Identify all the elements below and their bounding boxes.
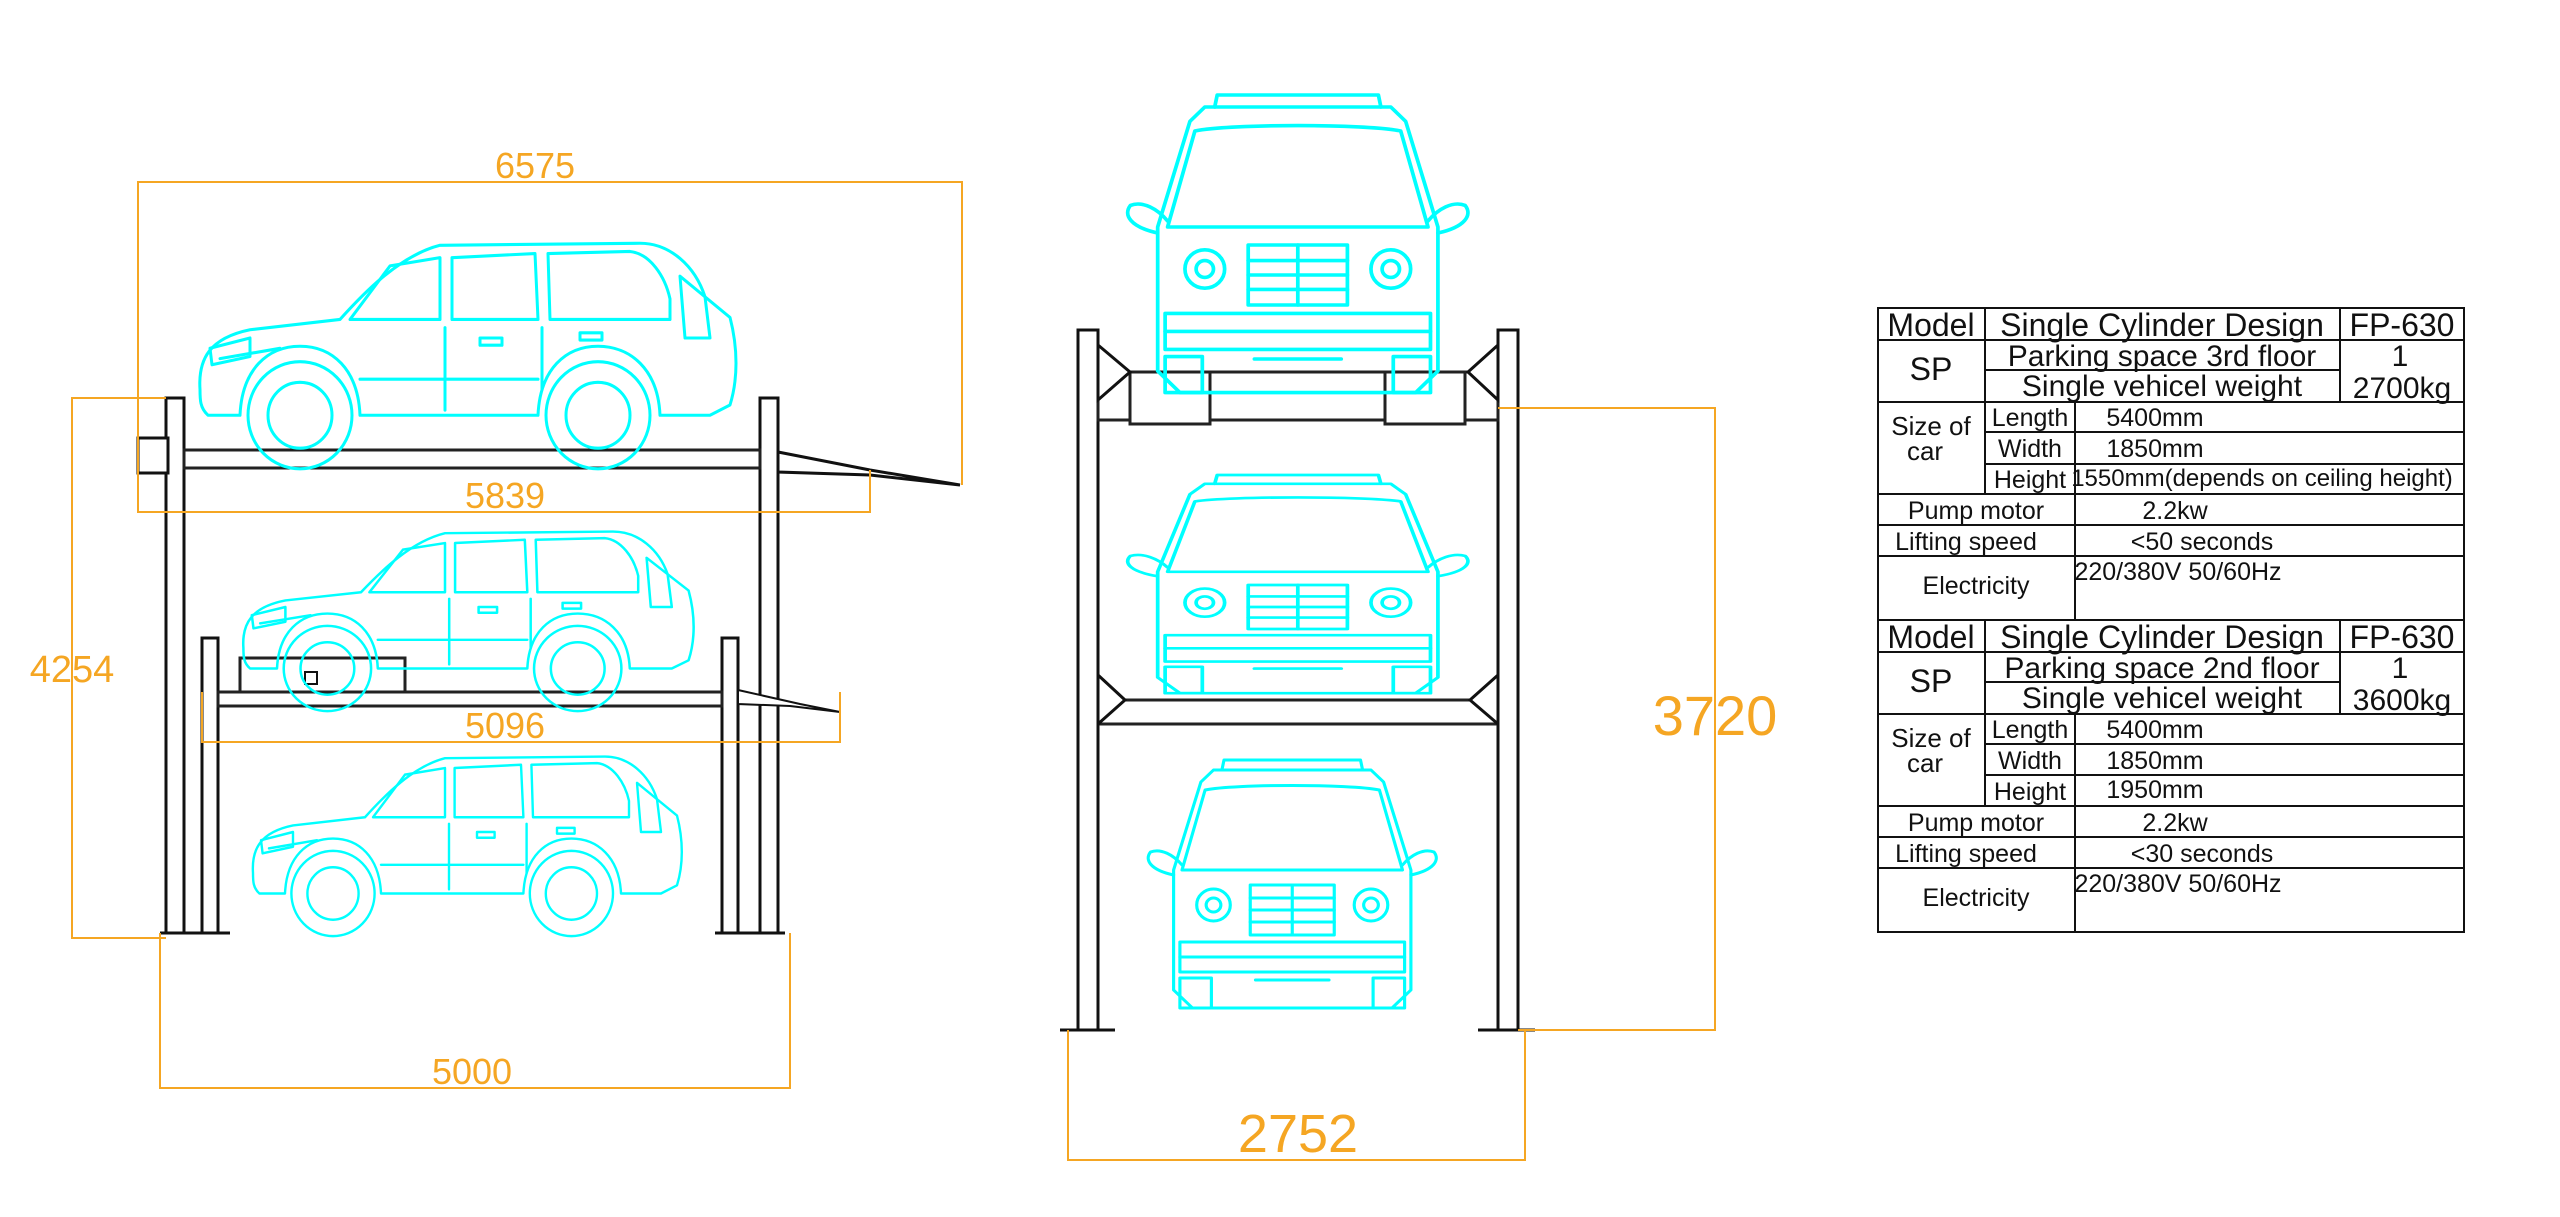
t2-design: Single Cylinder Design: [2000, 619, 2324, 655]
dim-label-5839: 5839: [465, 475, 545, 516]
dimension-5000: 5000: [159, 933, 791, 1092]
side-platform-3rd: [182, 448, 762, 470]
t2-width-label: Width: [1998, 747, 2062, 775]
t1-width: 1850mm: [2106, 435, 2203, 463]
t2-pump: 2.2kw: [2142, 809, 2208, 837]
t2-height: 1950mm: [2106, 776, 2203, 804]
dimension-5839: 5839: [137, 470, 871, 516]
side-platform-2nd: [216, 690, 724, 708]
dim-label-6575: 6575: [495, 145, 575, 186]
t2-elec: 220/380V 50/60Hz: [2074, 870, 2281, 898]
dimension-2752: 2752: [1067, 1030, 1526, 1164]
front-platform-2nd: [1096, 698, 1500, 726]
t1-parking-count: 1: [2392, 340, 2409, 373]
t1-length: 5400mm: [2106, 404, 2203, 432]
t2-lift: <30 seconds: [2131, 840, 2273, 868]
t1-sp-label: SP: [1910, 351, 1953, 387]
side-view: 6575 5839 5096 5000 4254: [30, 145, 963, 1092]
front-view: 3720 2752: [1060, 93, 1778, 1164]
t2-model: FP-630: [2350, 619, 2455, 655]
t2-length: 5400mm: [2106, 716, 2203, 744]
dim-label-5000: 5000: [432, 1051, 512, 1092]
t1-width-label: Width: [1998, 435, 2062, 463]
t2-weight: 3600kg: [2353, 684, 2451, 717]
t2-width: 1850mm: [2106, 747, 2203, 775]
t1-elec: 220/380V 50/60Hz: [2074, 558, 2281, 586]
t1-pump: 2.2kw: [2142, 497, 2208, 525]
t2-model-label: Model: [1887, 619, 1974, 655]
front-car-middle: [1125, 473, 1470, 696]
t1-model: FP-630: [2350, 307, 2455, 343]
t1-size-label-2: car: [1907, 436, 1943, 466]
t1-parking-space: Parking space 3rd floor: [2008, 340, 2317, 373]
front-post-left: [1076, 328, 1100, 1032]
t1-weight-label: Single vehicel weight: [2022, 370, 2303, 403]
t2-parking-space: Parking space 2nd floor: [2004, 652, 2319, 685]
spec-table-2nd-floor: Model Single Cylinder Design FP-630 SP P…: [1877, 619, 2465, 933]
front-car-top: [1125, 93, 1470, 395]
front-post-right: [1496, 328, 1520, 1032]
dimension-3720: 3720: [1498, 407, 1778, 1031]
t1-elec-label: Electricity: [1923, 572, 2030, 600]
t2-height-label: Height: [1994, 778, 2066, 806]
t1-model-label: Model: [1887, 307, 1974, 343]
dim-label-3720: 3720: [1653, 684, 1778, 747]
t1-length-label: Length: [1992, 404, 2068, 432]
t2-lift-label: Lifting speed: [1895, 840, 2037, 868]
side-post-inner-right: [720, 636, 740, 935]
t2-parking-count: 1: [2392, 652, 2409, 685]
t1-pump-label: Pump motor: [1908, 497, 2044, 525]
dim-label-2752: 2752: [1238, 1104, 1358, 1164]
side-post-right: [758, 396, 780, 935]
side-post-left: [164, 396, 186, 935]
t1-design: Single Cylinder Design: [2000, 307, 2324, 343]
side-post-inner-left: [200, 636, 220, 935]
side-car-bottom: [251, 755, 684, 938]
dimension-5096: 5096: [201, 692, 841, 746]
t2-size-label-1: Size of: [1891, 723, 1971, 753]
t2-weight-label: Single vehicel weight: [2022, 682, 2303, 715]
front-car-bottom: [1146, 758, 1438, 1010]
dimension-6575: 6575: [137, 145, 963, 485]
t1-height-label: Height: [1994, 466, 2066, 494]
dim-label-5096: 5096: [465, 705, 545, 746]
t2-elec-label: Electricity: [1923, 884, 2030, 912]
t1-size-label-1: Size of: [1891, 411, 1971, 441]
t1-weight: 2700kg: [2353, 372, 2451, 405]
t2-size-label-2: car: [1907, 748, 1943, 778]
t2-length-label: Length: [1992, 716, 2068, 744]
t1-height: 1550mm(depends on ceiling height): [2071, 465, 2453, 492]
t2-sp-label: SP: [1910, 663, 1953, 699]
spec-table-3rd-floor: Model Single Cylinder Design FP-630 SP P…: [1877, 307, 2465, 621]
t2-pump-label: Pump motor: [1908, 809, 2044, 837]
dim-label-4254: 4254: [30, 649, 115, 691]
t1-lift: <50 seconds: [2131, 528, 2273, 556]
dimension-4254: 4254: [30, 397, 166, 939]
side-car-top: [198, 241, 738, 471]
t1-lift-label: Lifting speed: [1895, 528, 2037, 556]
